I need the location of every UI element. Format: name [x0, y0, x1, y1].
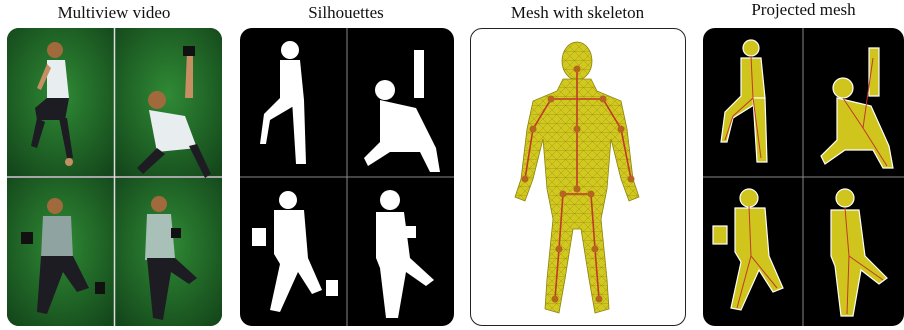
projected-mesh-image	[703, 28, 904, 326]
mesh-with-skeleton-panel	[470, 28, 686, 326]
title-projected-mesh: Projected mesh	[703, 0, 904, 20]
title-silhouettes: Silhouettes	[240, 3, 452, 23]
projected-mesh-panel	[703, 28, 904, 326]
projected-view-3	[713, 189, 783, 310]
silhouettes-panel	[240, 28, 454, 326]
silhouette-view-3	[252, 191, 338, 312]
title-mesh-with-skeleton: Mesh with skeleton	[470, 3, 685, 23]
silhouette-view-1	[260, 41, 306, 164]
multiview-video-panel	[7, 28, 222, 326]
projected-view-2	[821, 48, 893, 168]
silhouette-view-4	[376, 190, 434, 318]
silhouette-view-2	[364, 50, 440, 172]
silhouettes-image	[240, 28, 454, 326]
title-multiview-video: Multiview video	[10, 3, 218, 23]
mesh-with-skeleton-image	[471, 29, 684, 324]
multiview-video-image	[7, 28, 222, 326]
projected-view-1	[721, 40, 767, 162]
projected-view-4	[831, 189, 887, 316]
